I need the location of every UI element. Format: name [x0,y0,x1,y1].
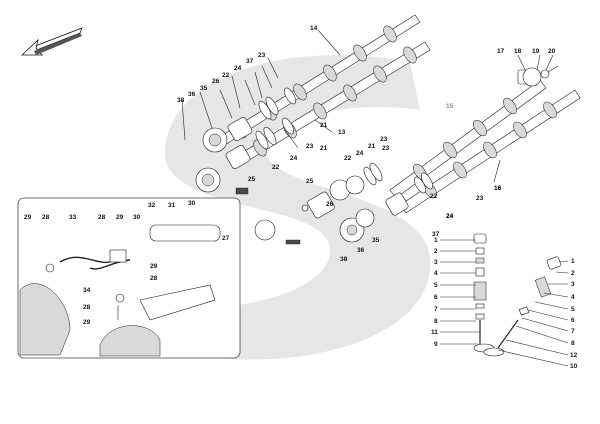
label-vl-1: 2 [434,248,438,255]
label-vr-8: 12 [570,352,578,359]
label-fr-1: 26 [326,201,334,208]
label-camshaft-13: 13 [338,129,346,136]
sensor-unit-17-20 [517,65,559,87]
label-rr-1: 18 [514,48,522,55]
label-in-4: 29 [116,214,124,221]
label-vr-2: 3 [571,281,575,288]
label-in-1: 28 [42,214,50,221]
label-fr-10: 35 [372,237,380,244]
valve-stack-right [483,256,562,357]
label-in-11: 28 [150,275,158,282]
label-vl-8: 11 [431,329,438,336]
label-vr-0: 1 [571,258,575,265]
label-in-7: 31 [168,202,176,209]
label-fl-1: 36 [188,91,196,98]
label-in-13: 28 [83,304,91,311]
label-vr-1: 2 [571,270,575,277]
label-rr-0: 17 [497,48,505,55]
label-camshaft-16: 16 [494,185,502,192]
label-fl-8: 21 [320,122,328,129]
label-rr-4: 23 [476,195,484,202]
label-in-0: 29 [24,214,32,221]
label-fr-2: 22 [344,155,352,162]
sprocket-group-center [285,162,433,245]
label-vr-9: 10 [570,363,578,370]
label-fr-3: 24 [356,150,364,157]
label-vl-6: 7 [434,306,438,313]
label-fr-12: 38 [340,256,348,263]
label-fl-13: 21 [320,145,328,152]
label-in-2: 33 [69,214,77,221]
label-fr-0: 25 [306,178,314,185]
arrow-front-left-icon [20,27,83,56]
label-fl-9: 25 [248,176,256,183]
label-in-6: 32 [148,202,156,209]
label-fr-6: 22 [430,193,438,200]
label-vl-2: 3 [434,259,438,266]
sprocket-group-front-left [195,87,296,241]
label-vr-6: 7 [571,328,575,335]
label-vl-9: 9 [434,341,438,348]
label-in-10: 29 [150,263,158,270]
label-in-12: 34 [83,287,91,294]
label-fr-8: 37 [432,231,440,238]
label-fr-7: 24 [446,213,454,220]
label-fl-3: 26 [212,78,220,85]
label-fl-4: 22 [222,72,230,79]
label-vl-3: 4 [434,270,438,277]
label-vl-4: 5 [434,282,438,289]
callout-labels: 14 15 16 13 38 36 35 26 22 24 37 23 21 2… [24,25,578,370]
label-rr-2: 19 [532,48,540,55]
label-fr-9: 23 [382,145,390,152]
label-fr-11: 36 [357,247,365,254]
label-in-5: 30 [133,214,141,221]
label-in-14: 29 [83,319,91,326]
label-fl-12: 23 [306,143,314,150]
label-vr-5: 6 [571,317,575,324]
label-rr-6: 24 [446,213,454,220]
inset-detail [17,197,241,359]
label-rr-5: 16 [494,185,502,192]
label-camshaft-15: 15 [446,103,454,110]
label-fl-0: 38 [177,97,185,104]
label-fl-6: 37 [246,58,254,65]
leader-lines [181,29,569,367]
label-vl-0: 1 [434,237,438,244]
label-fr-4: 21 [368,143,376,150]
label-in-3: 28 [98,214,106,221]
label-vr-4: 5 [571,306,575,313]
label-vr-3: 4 [571,294,575,301]
label-fl-10: 24 [290,155,298,162]
label-fl-7: 23 [258,52,266,59]
label-vl-5: 6 [434,294,438,301]
label-fl-11: 22 [272,164,280,171]
label-fl-5: 24 [234,65,242,72]
valve-stack-left [473,233,495,353]
label-rr-3: 20 [548,48,556,55]
label-fl-2: 35 [200,85,208,92]
camshaft-16 [399,89,581,214]
label-fr-5: 23 [380,136,388,143]
label-in-8: 30 [188,200,196,207]
label-vl-7: 8 [434,318,438,325]
label-camshaft-14: 14 [310,25,318,32]
label-in-9: 27 [222,235,230,242]
label-vr-7: 8 [571,340,575,347]
